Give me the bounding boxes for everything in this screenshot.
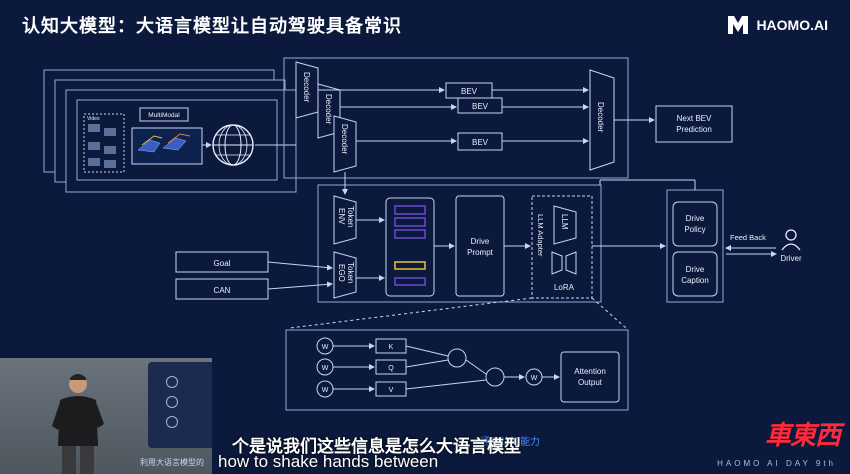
llm-adapter-label: LLM Adapter — [536, 214, 545, 257]
lora-adapter-icon — [551, 251, 577, 275]
weight-label-1: W — [322, 344, 329, 351]
lora-label: LoRA — [554, 283, 575, 292]
drive-policy-label-2: Policy — [684, 225, 705, 234]
speaker-video-panel: 利用大语言模型的 — [0, 358, 212, 474]
drive-prompt-label-2: Prompt — [467, 248, 494, 257]
weight-label-2: W — [322, 365, 329, 372]
decoder-3 — [333, 115, 357, 173]
llm-label: LLM — [560, 214, 569, 230]
env-token-label-2: Token — [346, 206, 355, 227]
next-bev-prediction-box — [655, 105, 733, 143]
decoder-3-label: Decoder — [340, 124, 349, 155]
env-token-label-1: ENV — [337, 208, 346, 225]
event-watermark: HAOMO AI DAY 9th — [717, 459, 836, 468]
qk-product-node — [447, 348, 467, 368]
bev-label-1: BEV — [461, 87, 478, 96]
drive-policy-label-1: Drive — [686, 214, 705, 223]
attention-output-label-1: Attention — [574, 367, 606, 376]
llm-block — [553, 205, 577, 245]
haomo-logo-icon — [728, 16, 749, 34]
drive-prompt-label-1: Drive — [471, 237, 490, 246]
watermark-brand: 車東西 — [764, 421, 841, 451]
multimodal-label: MultiModal — [148, 112, 180, 119]
token-stack — [385, 197, 435, 297]
right-decoder — [589, 69, 615, 171]
main-frame — [283, 57, 629, 179]
drive-policy-box — [672, 201, 718, 247]
goal-token-bar — [394, 261, 426, 270]
ego-token-bar — [394, 277, 426, 286]
ego-token — [333, 251, 357, 299]
llm-adapter-box — [531, 195, 593, 299]
decoder-1-label: Decoder — [302, 72, 311, 103]
overlay-caption: 通用认知能力 — [480, 437, 540, 448]
feed-back-label: Feed Back — [730, 233, 766, 242]
driver-icon — [781, 229, 801, 251]
output-weight-label: W — [531, 375, 538, 382]
logo-text: HAOMO.AI — [756, 17, 828, 33]
drive-caption-box — [672, 251, 718, 297]
drive-prompt-box — [455, 195, 505, 297]
video-frames — [83, 113, 125, 173]
next-bev-label-1: Next BEV — [677, 114, 712, 123]
drive-caption-label-2: Caption — [681, 276, 709, 285]
subtitle-english: how to shake hands between — [218, 452, 439, 471]
stage-caption: 利用大语言模型的 — [140, 458, 204, 467]
goal-label: Goal — [214, 259, 231, 268]
ego-token-label-1: EGO — [337, 264, 346, 282]
value-label: V — [389, 387, 394, 394]
cognition-frame — [317, 184, 602, 303]
right-decoder-label: Decoder — [596, 102, 605, 133]
can-label: CAN — [214, 286, 231, 295]
video-label: Video — [87, 116, 100, 122]
speaker-figure — [52, 374, 104, 474]
company-logo: HAOMO.AI — [726, 14, 828, 36]
decoder-2-label: Decoder — [324, 94, 333, 125]
multimodal-box — [139, 107, 189, 122]
drive-caption-label-1: Drive — [686, 265, 705, 274]
driver-label: Driver — [780, 254, 802, 263]
next-bev-label-2: Prediction — [676, 125, 712, 134]
bev-label-2: BEV — [472, 102, 489, 111]
weight-label-3: W — [322, 387, 329, 394]
bev-label-3: BEV — [472, 138, 489, 147]
page-title: 认知大模型：大语言模型让自动驾驶具备常识 — [22, 16, 402, 37]
env-token-bar-2 — [394, 217, 426, 227]
stage-screen — [148, 362, 212, 448]
attention-output-label-2: Output — [578, 378, 603, 387]
query-label: Q — [388, 365, 394, 372]
env-token — [333, 195, 357, 245]
env-token-bar-3 — [394, 229, 426, 239]
bev-box-2 — [457, 97, 503, 114]
env-token-bar-1 — [394, 205, 426, 215]
subtitle-chinese: 个是说我们这些信息是怎么大语言模型 — [232, 437, 521, 457]
key-label: K — [389, 344, 394, 351]
fusion-bars-icon — [137, 133, 191, 153]
attention-output-box — [560, 351, 620, 403]
globe-icon — [212, 124, 254, 166]
ego-token-label-2: Token — [346, 262, 355, 283]
